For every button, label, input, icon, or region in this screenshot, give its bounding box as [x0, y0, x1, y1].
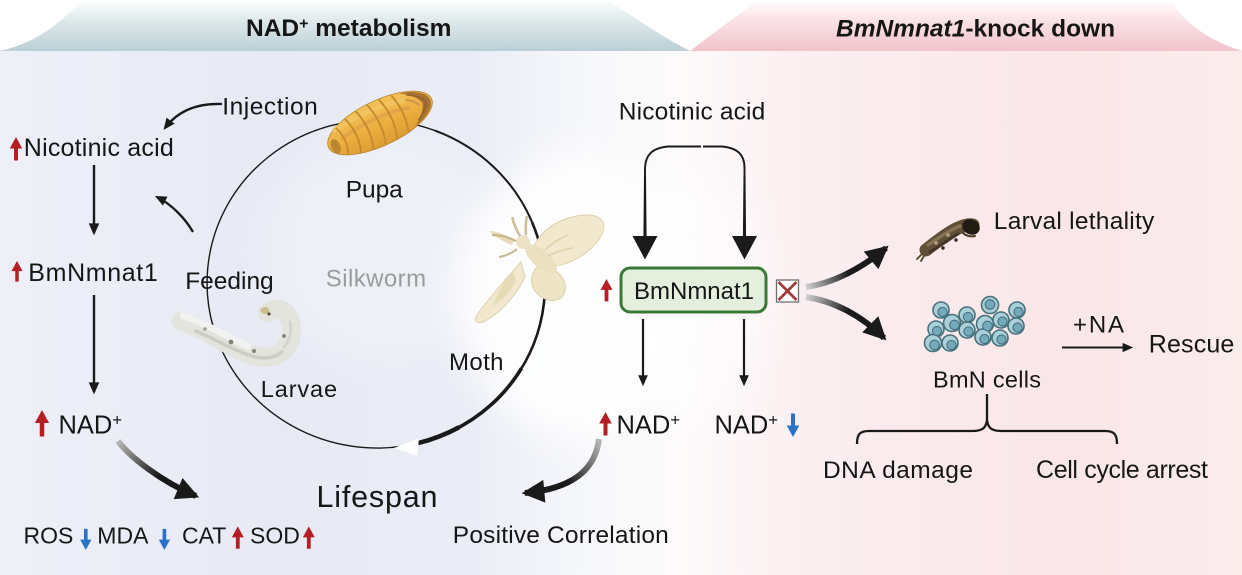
svg-text:+NA: +NA — [1073, 312, 1124, 339]
svg-text:NAD+: NAD+ — [715, 412, 778, 440]
svg-text:NAD+: NAD+ — [59, 412, 122, 440]
svg-text:Larvae: Larvae — [261, 376, 337, 402]
svg-text:CAT: CAT — [182, 523, 226, 549]
svg-text:Pupa: Pupa — [346, 177, 403, 204]
svg-text:DNA damage: DNA damage — [823, 457, 973, 484]
svg-text:Lifespan: Lifespan — [317, 480, 438, 514]
svg-text:Feeding: Feeding — [185, 268, 274, 295]
svg-text:BmNmnat1-knock down: BmNmnat1-knock down — [836, 16, 1115, 43]
svg-text:SOD: SOD — [250, 523, 300, 549]
svg-text:Positive Correlation: Positive Correlation — [453, 522, 669, 549]
svg-text:Nicotinic acid: Nicotinic acid — [24, 134, 174, 162]
svg-text:BmNmnat1: BmNmnat1 — [634, 278, 754, 305]
svg-text:MDA: MDA — [97, 523, 149, 549]
svg-text:Nicotinic acid: Nicotinic acid — [619, 99, 766, 126]
svg-text:Rescue: Rescue — [1149, 331, 1235, 359]
svg-text:Injection: Injection — [222, 94, 317, 121]
svg-text:NAD+ metabolism: NAD+ metabolism — [246, 15, 451, 42]
svg-text:Moth: Moth — [449, 349, 504, 376]
svg-text:BmN cells: BmN cells — [933, 367, 1041, 393]
svg-text:BmNmnat1: BmNmnat1 — [28, 259, 158, 287]
svg-text:ROS: ROS — [24, 523, 74, 549]
svg-text:Silkworm: Silkworm — [326, 266, 426, 293]
svg-text:Larval lethality: Larval lethality — [994, 208, 1155, 235]
svg-text:NAD+: NAD+ — [617, 412, 680, 440]
svg-text:Cell cycle arrest: Cell cycle arrest — [1036, 456, 1208, 484]
